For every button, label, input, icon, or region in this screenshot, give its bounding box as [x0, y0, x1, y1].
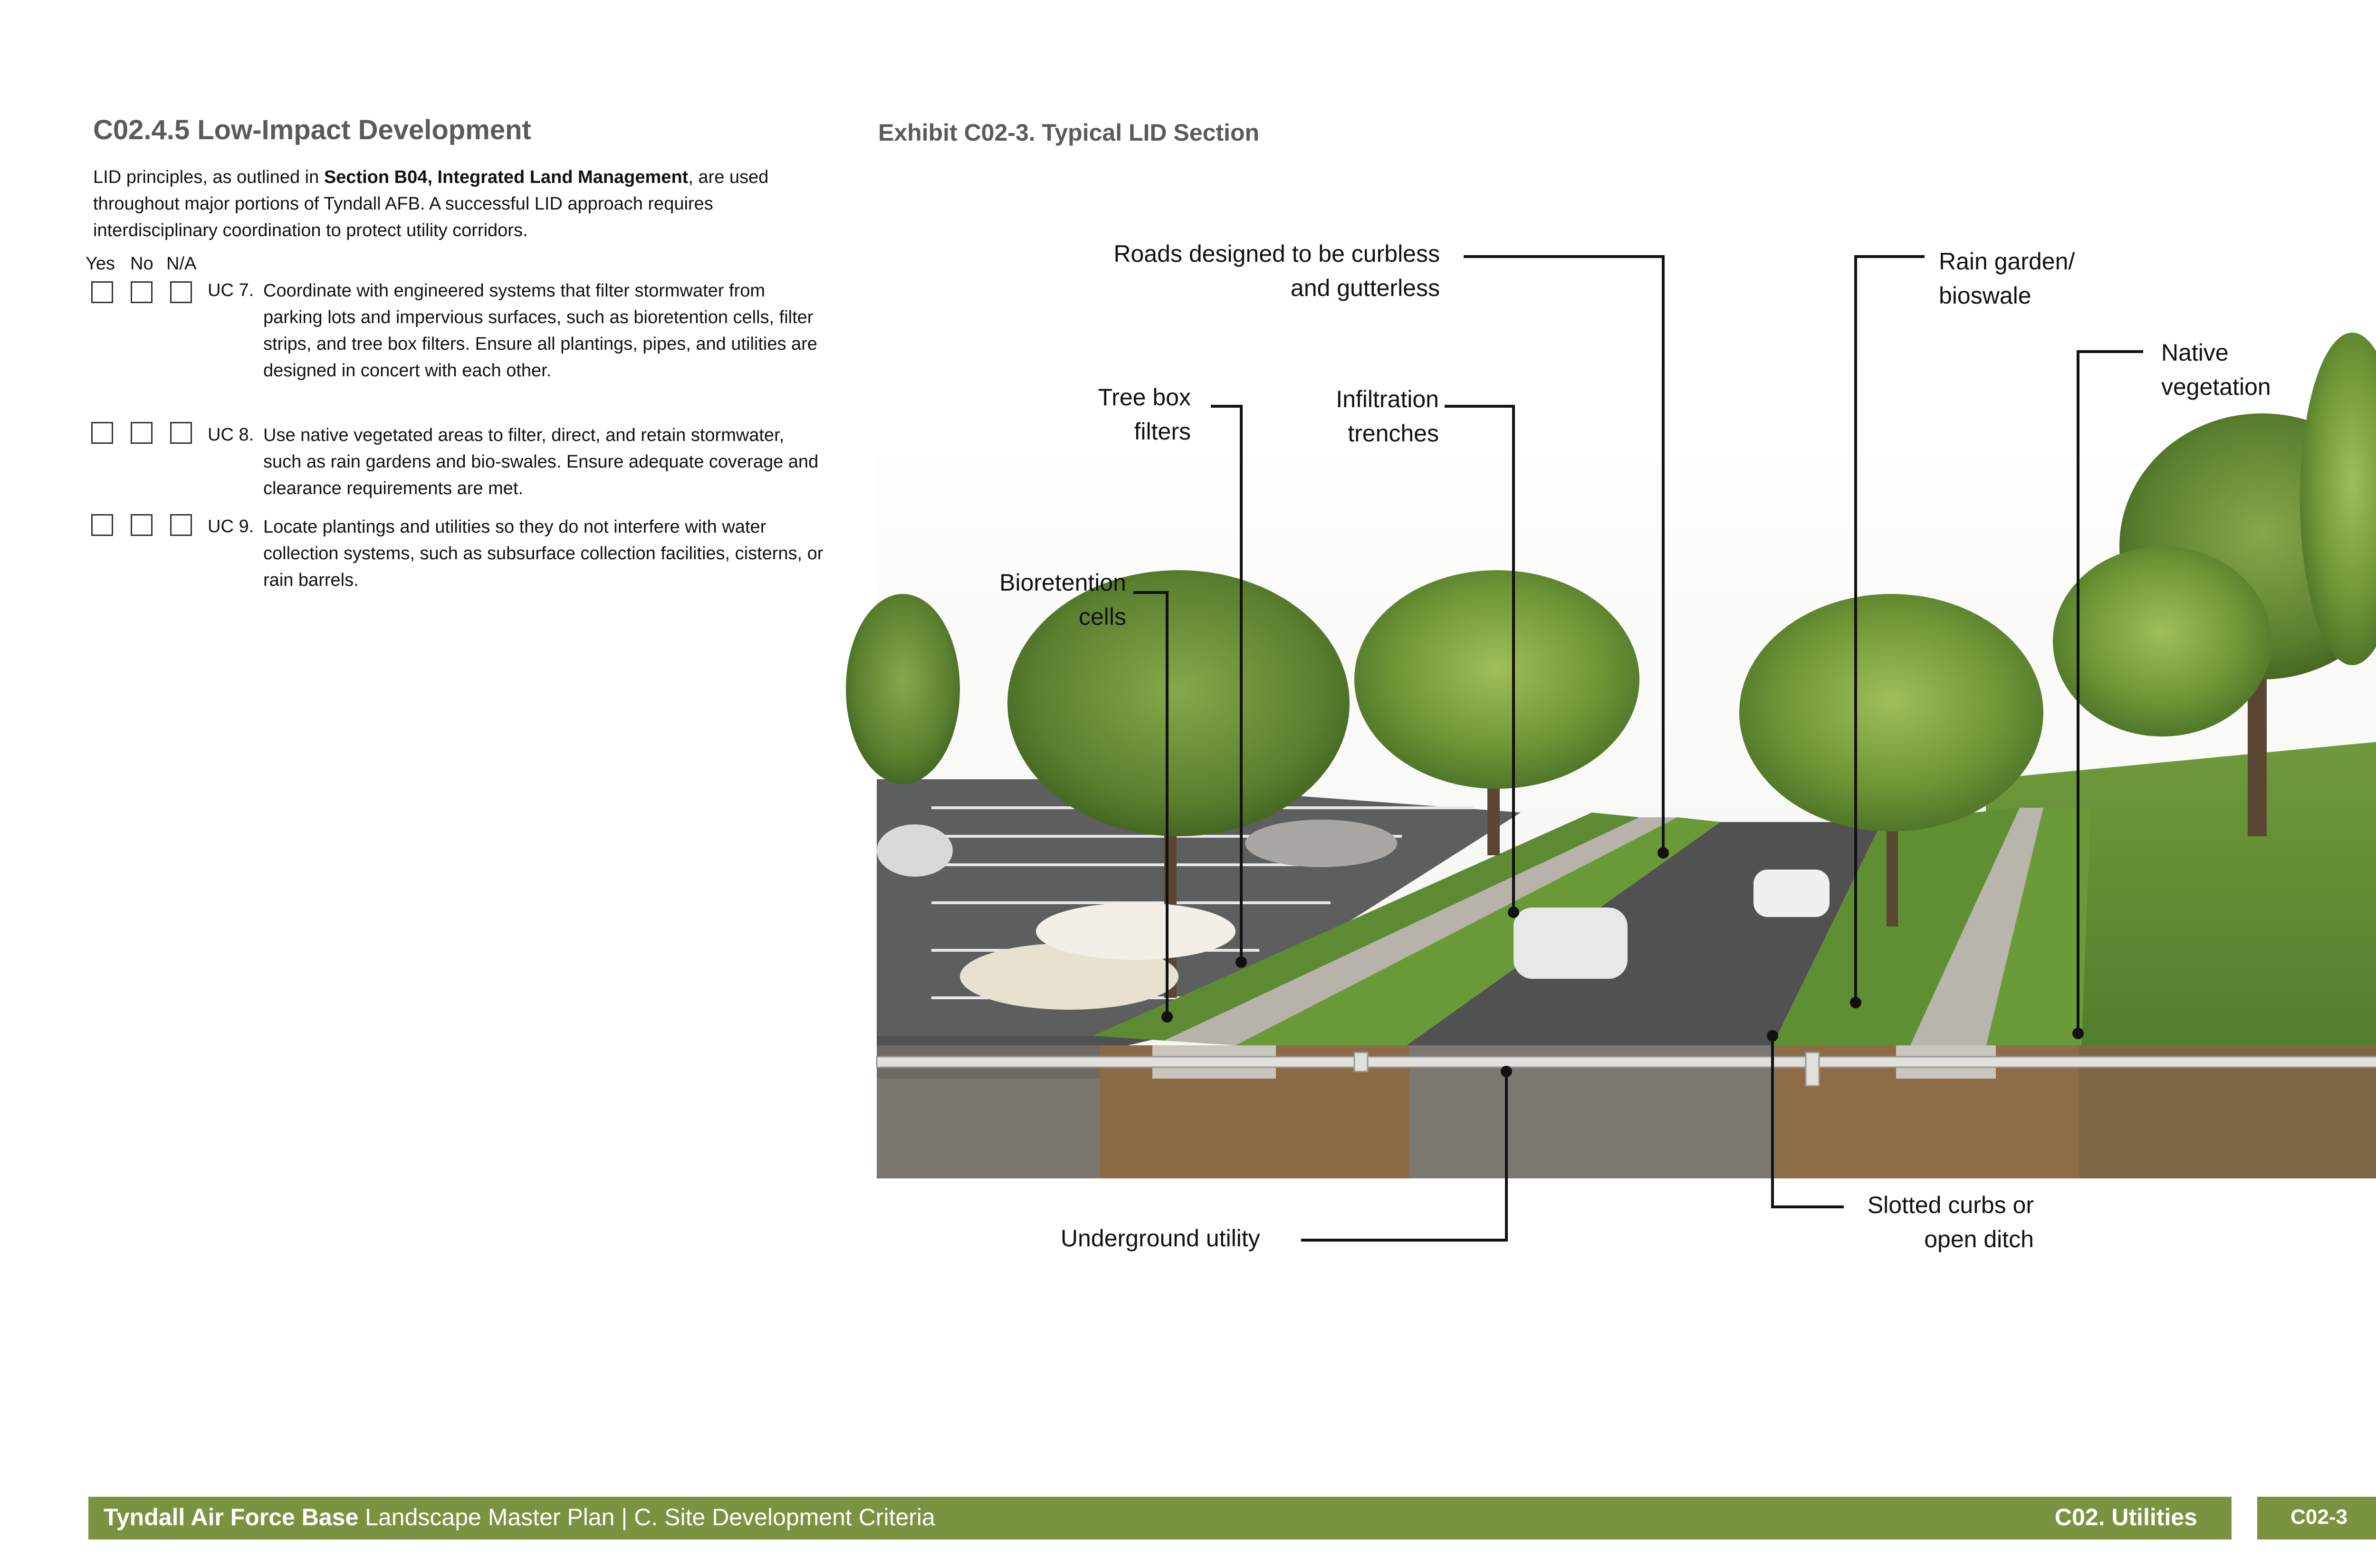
label-slotted-line1: Slotted curbs or — [1867, 1192, 2034, 1218]
label-native-line2: vegetation — [2161, 373, 2271, 400]
leader-rain-garden — [1854, 255, 1925, 1003]
label-native-vegetation: Native vegetation — [2161, 335, 2271, 404]
uc7-na-checkbox[interactable] — [170, 281, 192, 303]
label-rain-garden-line2: bioswale — [1939, 282, 2031, 309]
intro-prefix: LID principles, as outlined in — [93, 167, 324, 187]
uc9-text: Locate plantings and utilities so they d… — [263, 517, 824, 590]
footer-chapter: C02. Utilities — [2054, 1504, 2197, 1530]
label-rain-garden-line1: Rain garden/ — [1939, 248, 2075, 275]
uc7-no-checkbox[interactable] — [131, 281, 153, 303]
leader-native-vegetation — [2077, 350, 2143, 1033]
checklist-header-yes: Yes — [86, 254, 115, 274]
uc9-yes-checkbox[interactable] — [91, 514, 113, 536]
leader-slotted-curbs — [1771, 1036, 1844, 1208]
utility-pipe — [876, 1056, 2376, 1068]
checklist-header-no: No — [130, 254, 153, 274]
label-tree-box-filters: Tree box filters — [1098, 380, 1191, 449]
leader-points — [1161, 847, 2084, 1077]
label-slotted-curbs: Slotted curbs or open ditch — [1868, 1188, 2034, 1256]
label-underground-utility: Underground utility — [1061, 1225, 1260, 1252]
leader-bioretention — [1133, 591, 1169, 1017]
leader-tree-box — [1211, 405, 1243, 962]
uc9-number: UC 9. — [208, 516, 254, 536]
vehicles — [877, 820, 1830, 1010]
label-bioretention-line1: Bioretention — [999, 569, 1126, 596]
label-infiltration-trenches: Infiltration trenches — [1336, 382, 1439, 450]
checklist-header-na: N/A — [166, 254, 197, 274]
label-tree-box-line1: Tree box — [1098, 384, 1191, 411]
label-roads-line2: and gutterless — [1290, 275, 1440, 301]
footer-bar: Tyndall Air Force Base Landscape Master … — [88, 1497, 2232, 1539]
uc7-text: Coordinate with engineered systems that … — [263, 281, 817, 381]
uc7-yes-checkbox[interactable] — [91, 281, 113, 303]
label-native-line1: Native — [2161, 339, 2229, 366]
uc8-na-checkbox[interactable] — [170, 422, 192, 444]
label-rain-garden: Rain garden/ bioswale — [1939, 244, 2075, 313]
label-bioretention-cells: Bioretention cells — [999, 565, 1126, 634]
label-roads-line1: Roads designed to be curbless — [1113, 240, 1440, 267]
sidewalk-left — [1164, 817, 1677, 1045]
leader-roads — [1464, 255, 1665, 853]
label-slotted-line2: open ditch — [1924, 1226, 2034, 1252]
label-bioretention-line2: cells — [1078, 603, 1126, 630]
uc7-number: UC 7. — [208, 280, 254, 300]
sidewalk-right — [1910, 808, 2043, 1045]
label-tree-box-line2: filters — [1134, 418, 1191, 445]
exhibit-title: Exhibit C02-3. Typical LID Section — [878, 119, 1260, 146]
page-number: C02-3 — [2290, 1505, 2347, 1529]
label-roads: Roads designed to be curbless and gutter… — [1113, 237, 1440, 305]
intro-suffix: , are used throughout major portions of … — [93, 167, 769, 240]
uc9-no-checkbox[interactable] — [131, 514, 153, 536]
footer-doc: Landscape Master Plan | C. Site Developm… — [358, 1504, 935, 1530]
uc8-text: Use native vegetated areas to filter, di… — [263, 425, 819, 498]
label-infiltration-line2: trenches — [1348, 420, 1439, 447]
gravel-bed-left — [877, 1079, 1100, 1178]
uc9-na-checkbox[interactable] — [170, 514, 192, 536]
infiltration-strip — [1236, 817, 1720, 1045]
intro-paragraph: LID principles, as outlined in Section B… — [93, 164, 820, 244]
uc8-no-checkbox[interactable] — [131, 422, 153, 444]
footer-org: Tyndall Air Force Base — [104, 1504, 359, 1530]
leader-infiltration — [1445, 405, 1515, 912]
leader-underground-utility — [1301, 1071, 1508, 1242]
uc8-yes-checkbox[interactable] — [91, 422, 113, 444]
trees — [846, 333, 2376, 998]
section-title: C02.4.5 Low-Impact Development — [93, 115, 531, 145]
intro-section-reference: Section B04, Integrated Land Management — [324, 167, 689, 187]
footer-document-title: Tyndall Air Force Base Landscape Master … — [104, 1503, 935, 1531]
footer-page-box: C02-3 — [2257, 1497, 2376, 1539]
uc8-number: UC 8. — [208, 425, 254, 445]
label-infiltration-line1: Infiltration — [1336, 386, 1439, 412]
leader-lines — [1133, 255, 2143, 1242]
bioretention-strip — [1093, 813, 1639, 1041]
